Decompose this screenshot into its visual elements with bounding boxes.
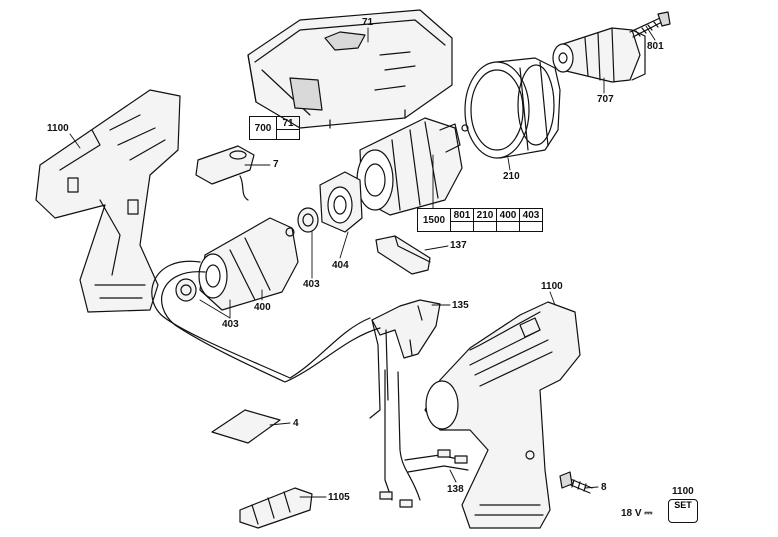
battery-contact-block <box>239 487 313 529</box>
kit-1500-cell-403: 403 <box>519 208 543 222</box>
part-label-7: 7 <box>273 159 279 170</box>
kit-reference-box-700: 700 71 <box>249 116 300 140</box>
kit-1500-empty-cell <box>496 221 520 232</box>
part-label-4: 4 <box>293 418 299 429</box>
part-label-1105: 1105 <box>328 492 350 503</box>
part-label-403-lower: 403 <box>222 319 239 330</box>
part-label-137: 137 <box>450 240 467 251</box>
terminal-wires <box>379 369 469 508</box>
kit-1500-empty-cell <box>450 221 474 232</box>
voltage-rating: 18 V ⎓ <box>621 508 652 519</box>
kit-1500-empty-cell <box>473 221 497 232</box>
kit-1500-cell-801: 801 <box>450 208 474 222</box>
part-label-71: 71 <box>362 17 374 28</box>
dc-symbol-icon: ⎓ <box>644 508 653 519</box>
kit-1500-main-cell: 1500 <box>417 208 451 232</box>
electric-motor <box>198 217 299 311</box>
kit-reference-box-1500: 1500 801 210 400 403 <box>417 208 543 232</box>
part-label-404: 404 <box>332 260 349 271</box>
chuck-screw <box>629 11 671 38</box>
part-label-1100-set: 1100 <box>672 486 694 497</box>
housing-half-left <box>35 89 181 313</box>
gearbox-assembly <box>356 117 469 216</box>
direction-switch <box>195 145 255 201</box>
bearing-ring <box>297 207 319 233</box>
motor-wires <box>151 260 381 383</box>
part-label-8: 8 <box>601 482 607 493</box>
carrying-case <box>247 9 453 129</box>
motor-mount-plate <box>319 171 363 233</box>
part-label-1100-left: 1100 <box>47 123 69 134</box>
motor-bearing <box>175 278 197 302</box>
set-text: SET <box>674 500 692 510</box>
voltage-text: 18 V <box>621 508 642 519</box>
switch-slider <box>375 235 431 275</box>
kit-1500-cell-210: 210 <box>473 208 497 222</box>
kit-700-main-cell: 700 <box>249 116 277 140</box>
kit-1500-cell-400: 400 <box>496 208 520 222</box>
part-label-801: 801 <box>647 41 664 52</box>
kit-700-sub-cell: 71 <box>276 116 300 130</box>
leader-lines <box>69 25 656 498</box>
part-label-135: 135 <box>452 300 469 311</box>
kit-1500-empty-cell <box>519 221 543 232</box>
part-label-707: 707 <box>597 94 614 105</box>
set-badge: SET <box>668 499 698 523</box>
part-label-1100-right: 1100 <box>541 281 563 292</box>
part-label-138: 138 <box>447 484 464 495</box>
part-label-403-upper: 403 <box>303 279 320 290</box>
housing-screw <box>559 471 593 494</box>
drill-chuck <box>552 27 646 83</box>
gear-housing-cover <box>464 57 561 159</box>
housing-half-right <box>424 301 581 529</box>
part-label-210: 210 <box>503 171 520 182</box>
type-label-plate <box>211 409 281 444</box>
part-label-400: 400 <box>254 302 271 313</box>
trigger-switch <box>369 299 441 419</box>
kit-700-empty-cell <box>276 129 300 140</box>
